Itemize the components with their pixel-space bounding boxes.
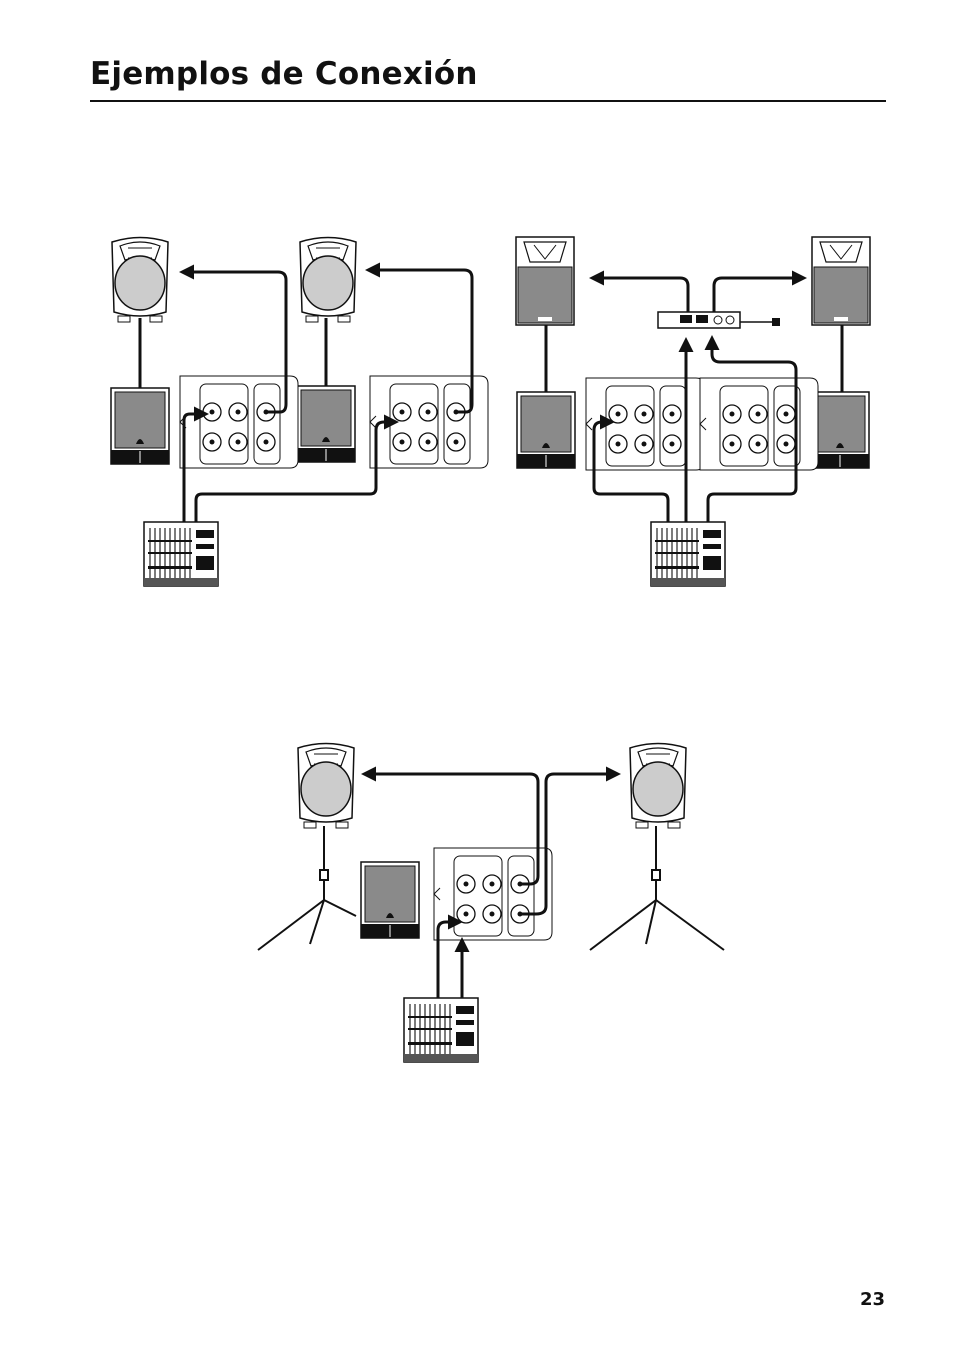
page-number: 23	[860, 1289, 885, 1310]
monitor-speaker-right	[812, 237, 870, 325]
power-amplifier	[658, 312, 780, 328]
speaker-right	[630, 744, 686, 829]
mixer	[404, 998, 478, 1062]
mixer	[144, 522, 218, 586]
connector-panel-left	[180, 376, 298, 468]
speaker-right	[300, 238, 356, 323]
connector-panel-right	[700, 378, 818, 470]
speaker-left	[298, 744, 354, 829]
subwoofer-right	[297, 386, 355, 462]
subwoofer-right	[811, 392, 869, 468]
speaker-left	[112, 238, 168, 323]
subwoofer-left	[111, 388, 169, 464]
diagram-tripod-speakers-single-subwoofer	[258, 744, 724, 1063]
monitor-speaker-left	[516, 237, 574, 325]
tripod-stand-right	[590, 826, 724, 950]
subwoofer	[361, 862, 419, 938]
subwoofer-left	[517, 392, 575, 468]
connector-panel	[434, 848, 552, 940]
diagram-monitor-plus-subwoofer-with-amplifier	[516, 237, 870, 586]
mixer	[651, 522, 725, 586]
tripod-stand-left	[258, 826, 356, 950]
diagram-full-range-plus-subwoofer	[111, 238, 488, 587]
